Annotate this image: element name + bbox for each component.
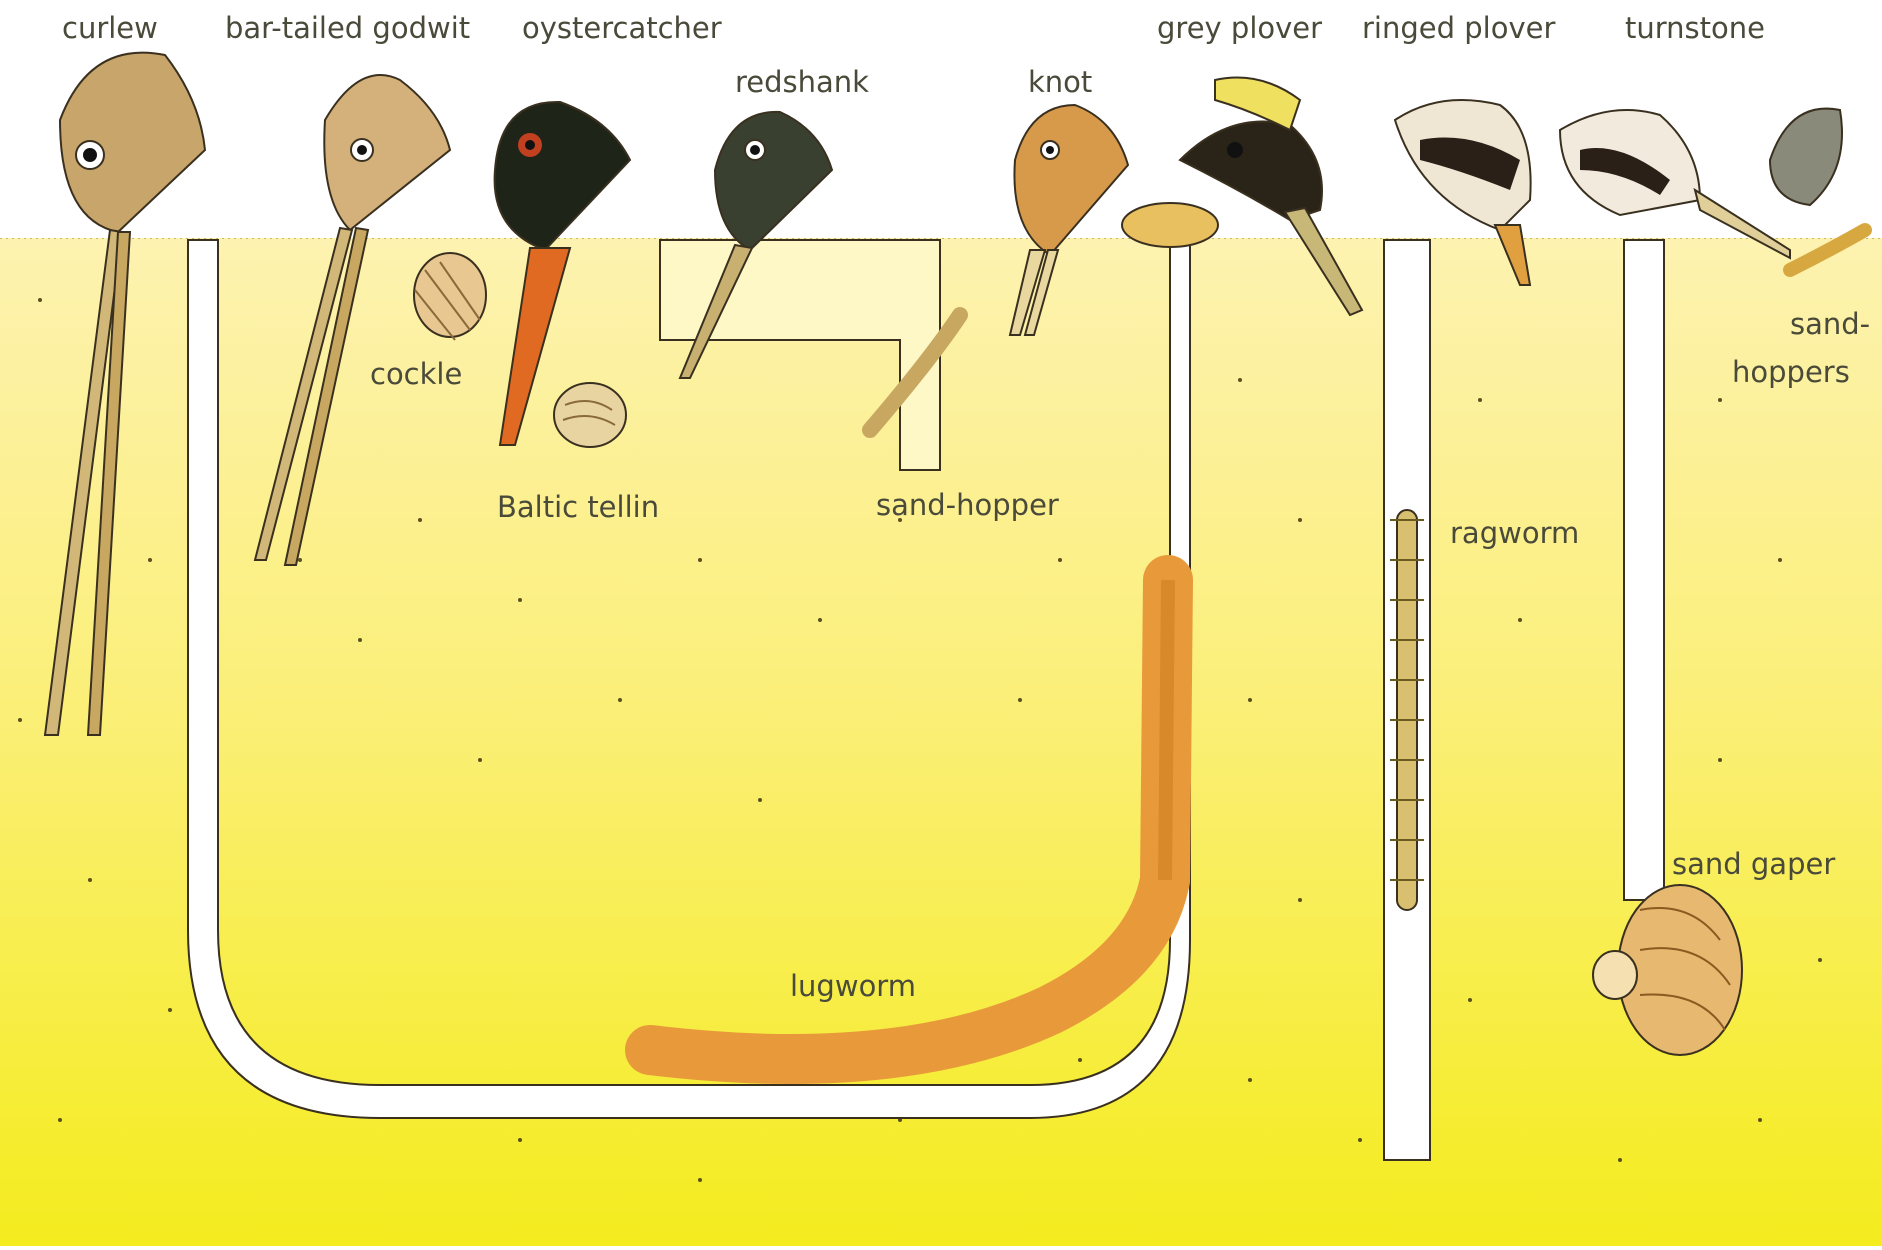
grey-plover-label: grey plover [1157,11,1322,45]
sand-hopper-label: sand-hopper [876,488,1059,522]
sand-hoppers-label-line1: sand- [1790,307,1870,341]
ringed-plover-label: ringed plover [1362,11,1555,45]
sand-gaper-burrow [1624,240,1664,900]
oystercatcher-label: oystercatcher [522,11,722,45]
curlew-label: curlew [62,11,158,45]
turnstone-label: turnstone [1625,11,1765,45]
cockle-label: cockle [370,357,462,391]
knot-label: knot [1028,65,1092,99]
sand-gaper-label: sand gaper [1672,847,1835,881]
lugworm-label: lugworm [790,969,916,1003]
baltic-tellin-label: Baltic tellin [497,490,659,524]
sand-hoppers-label-line2: hoppers [1732,355,1850,389]
ragworm-label: ragworm [1450,516,1579,550]
bar-tailed-godwit-label: bar-tailed godwit [225,11,470,45]
baltic-tellin-shell [554,383,626,447]
knot-prey [1122,203,1218,247]
redshank-label: redshank [735,65,869,99]
